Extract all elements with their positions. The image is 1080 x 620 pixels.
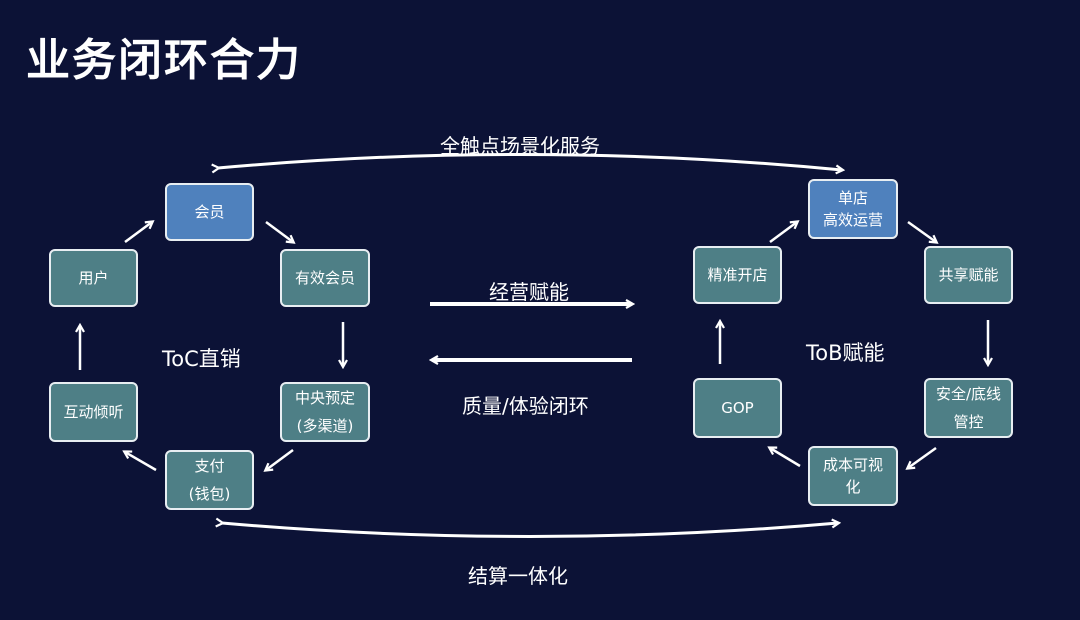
node-central-booking: 中央预定 (多渠道) — [280, 382, 370, 442]
node-single-store: 单店 高效运营 — [808, 179, 898, 239]
arrow-cost-to-gop — [770, 448, 801, 468]
arrow-store-to-shared — [907, 220, 936, 242]
node-payment: 支付 (钱包) — [165, 450, 254, 510]
node-member: 会员 — [165, 183, 254, 241]
arrow-safety-to-cost — [908, 446, 937, 468]
arrow-user-to-member — [124, 222, 152, 244]
node-shared-empowerment: 共享赋能 — [924, 246, 1013, 304]
arrow-member-to-effective — [265, 220, 293, 242]
node-user: 用户 — [49, 249, 138, 307]
arrow-booking-to-payment — [266, 448, 294, 470]
node-interaction: 互动倾听 — [49, 382, 138, 442]
bottom-curve-arrow — [222, 523, 838, 538]
toc-label: ToC直销 — [162, 347, 241, 371]
top-flow-label: 全触点场景化服务 — [440, 134, 600, 158]
backward-flow-label: 质量/体验闭环 — [462, 394, 589, 418]
node-precise-opening: 精准开店 — [693, 246, 782, 304]
arrow-payment-to-interaction — [125, 452, 157, 472]
tob-label: ToB赋能 — [806, 341, 885, 365]
node-effective-member: 有效会员 — [280, 249, 370, 307]
node-safety-control: 安全/底线 管控 — [924, 378, 1013, 438]
slide-title: 业务闭环合力 — [26, 35, 302, 86]
top-curve-arrow — [218, 153, 842, 170]
node-cost-visualization: 成本可视 化 — [808, 446, 898, 506]
bottom-flow-label: 结算一体化 — [468, 564, 568, 588]
forward-flow-label: 经营赋能 — [489, 280, 569, 304]
arrow-opening-to-store — [769, 222, 797, 244]
node-gop: GOP — [693, 378, 782, 438]
